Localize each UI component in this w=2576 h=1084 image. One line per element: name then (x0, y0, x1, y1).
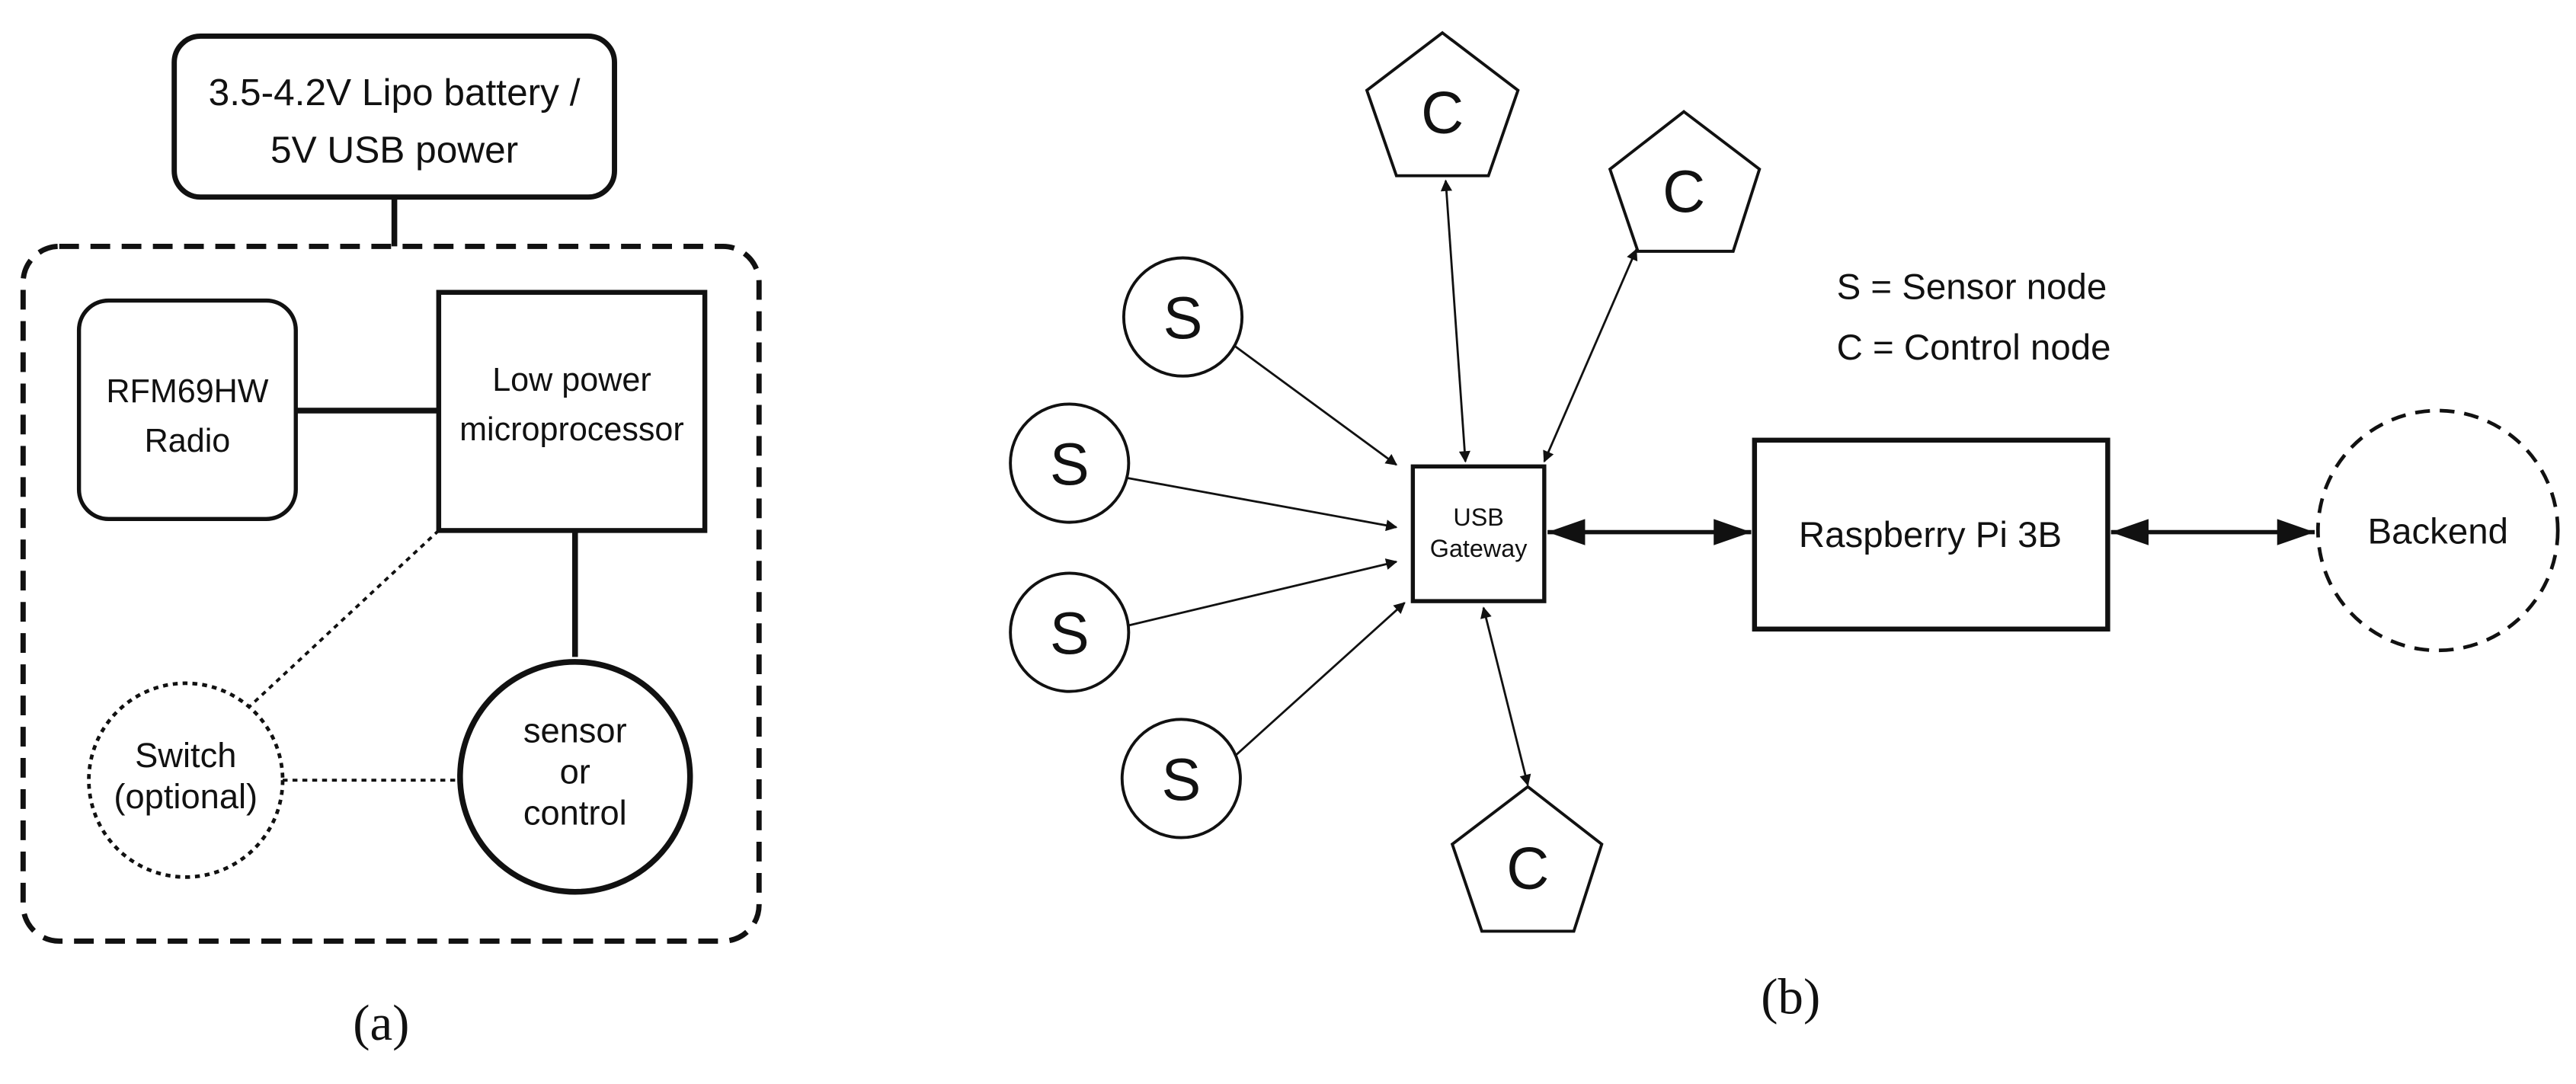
control-node: C (1608, 110, 1762, 253)
sensor-3-arrow (1126, 558, 1398, 627)
control-node: C (1450, 785, 1604, 933)
power-supply-box (171, 33, 617, 200)
switch-processor-link (248, 529, 440, 708)
legend-sensor: S = Sensor node (1837, 267, 2107, 307)
svg-text:C: C (1421, 81, 1464, 146)
caption-a: (a) (353, 995, 409, 1051)
svg-text:C: C (1506, 836, 1549, 901)
control-3-arrow (1480, 606, 1531, 787)
sensor-node: S (1120, 718, 1242, 839)
usb-gateway-label-line2: Gateway (1430, 535, 1528, 562)
switch-circle (87, 681, 285, 879)
node-enclosure (20, 243, 762, 944)
backend-circle (2315, 408, 2560, 653)
usb-gateway-label-line1: USB (1453, 504, 1503, 531)
sensor-node: S (1009, 571, 1131, 693)
power-supply-label-line1: 3.5-4.2V Lipo battery / (209, 71, 581, 114)
sensor-2-arrow (1126, 477, 1398, 532)
sensor-1-arrow (1234, 345, 1398, 466)
control-1-arrow (1440, 179, 1470, 463)
sensor-node: S (1009, 402, 1131, 524)
control-2-arrow (1543, 248, 1638, 463)
radio-label-line1: RFM69HW (106, 373, 268, 410)
processor-box (436, 289, 708, 533)
power-supply-label-line2: 5V USB power (270, 128, 518, 171)
usb-gateway-box (1410, 464, 1547, 603)
processor-label-line2: microprocessor (459, 411, 684, 448)
processor-label-line1: Low power (492, 362, 651, 398)
svg-text:S: S (1050, 601, 1090, 667)
caption-b: (b) (1761, 968, 1820, 1025)
sensor-node: S (1122, 256, 1244, 378)
raspberry-pi-label: Raspberry Pi 3B (1799, 515, 2062, 555)
legend-control: C = Control node (1837, 328, 2111, 368)
sensor-control-circle (457, 659, 693, 895)
svg-text:S: S (1161, 747, 1201, 813)
radio-label-line2: Radio (145, 423, 231, 459)
svg-text:S: S (1163, 286, 1203, 351)
raspberry-pi-box (1752, 437, 2110, 632)
svg-text:C: C (1662, 159, 1705, 225)
backend-label: Backend (2367, 512, 2508, 552)
switch-label-line2: (optional) (114, 777, 258, 816)
sensor-4-arrow (1234, 602, 1406, 756)
sensor-control-label-line1: sensor (523, 711, 627, 750)
sensor-control-label-line2: or (560, 752, 590, 791)
control-node: C (1365, 30, 1520, 177)
sensor-control-label-line3: control (523, 793, 627, 832)
panel-a: 3.5-4.2V Lipo battery / 5V USB power RFM… (20, 33, 762, 1051)
switch-label-line1: Switch (135, 736, 236, 775)
svg-text:S: S (1050, 432, 1090, 497)
panel-b: S S S S C C C USB Gateway (1009, 30, 2560, 1025)
